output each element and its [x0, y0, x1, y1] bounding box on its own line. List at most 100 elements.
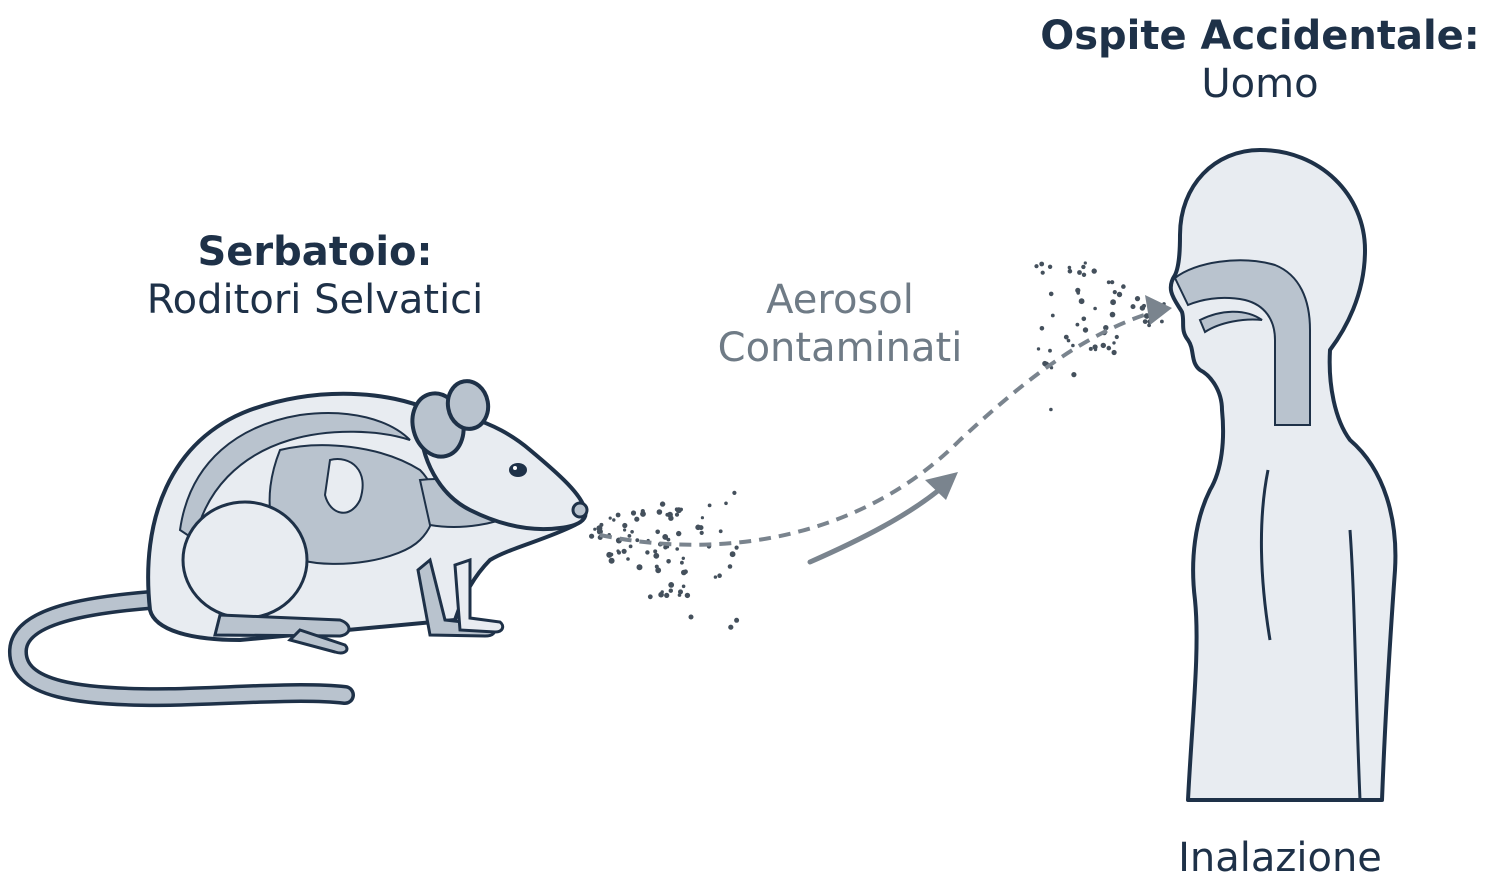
aerosol-particle	[1083, 327, 1088, 332]
aerosol-particle	[634, 517, 639, 522]
aerosol-particle	[593, 528, 596, 531]
aerosol-particle	[1040, 326, 1045, 331]
route-text: Inalazione	[1150, 834, 1410, 882]
aerosol-particle	[623, 528, 626, 531]
aerosol-particle	[675, 547, 679, 551]
aerosol-particle	[1131, 304, 1136, 309]
aerosol-particle	[714, 575, 717, 578]
aerosol-particle	[719, 529, 723, 533]
aerosol-particle	[1112, 341, 1115, 344]
aerosol-particle	[609, 517, 612, 520]
aerosol-particle	[667, 538, 671, 542]
aerosol-particle	[1048, 349, 1052, 353]
human-body	[1171, 150, 1396, 800]
aerosol-particle	[1110, 299, 1116, 305]
aerosol-particle	[669, 589, 673, 593]
aerosol-particle	[1101, 343, 1106, 348]
aerosol-particle	[1107, 280, 1111, 284]
aerosol-particle	[1117, 292, 1122, 297]
aerosol-particle	[700, 531, 704, 535]
aerosol-particle	[675, 513, 679, 517]
aerosol-particle	[612, 518, 615, 521]
aerosol-particle	[667, 512, 673, 518]
aerosol-particle	[708, 504, 712, 508]
aerosol-particle	[717, 573, 722, 578]
aerosol-particle	[1089, 347, 1093, 351]
aerosol-particle	[1051, 314, 1055, 318]
human-silhouette	[1171, 150, 1396, 800]
transmission-label: Aerosol Contaminati	[690, 276, 990, 372]
reservoir-title: Serbatoio:	[95, 228, 535, 276]
aerosol-particle	[629, 545, 633, 549]
aerosol-particle	[658, 592, 664, 598]
aerosol-particle	[628, 534, 632, 538]
aerosol-particle	[606, 552, 612, 558]
rodent-nose	[573, 503, 587, 517]
aerosol-particle	[664, 593, 669, 598]
aerosol-particle	[655, 567, 661, 573]
aerosol-particle	[724, 502, 728, 506]
aerosol-particle	[653, 549, 657, 553]
aerosol-particle	[1082, 273, 1086, 277]
direction-arrow	[810, 485, 945, 562]
aerosol-particle	[1143, 319, 1148, 324]
aerosol-particle	[730, 551, 736, 557]
aerosol-particle	[616, 549, 619, 552]
aerosol-particle	[1142, 304, 1146, 308]
aerosol-particle	[681, 570, 687, 576]
aerosol-particle	[622, 549, 627, 554]
aerosol-particle	[728, 625, 733, 630]
rodent-eye	[509, 463, 527, 477]
aerosol-particle	[1135, 296, 1140, 301]
aerosol-particle	[668, 582, 674, 588]
aerosol-particle	[675, 507, 679, 511]
aerosol-particle	[1107, 346, 1112, 351]
aerosol-particle	[1121, 284, 1126, 289]
aerosol-particle	[734, 618, 739, 623]
aerosol-particle	[1049, 292, 1054, 297]
aerosol-particle	[596, 525, 602, 531]
aerosol-particle	[1048, 265, 1052, 269]
aerosol-particle	[1037, 347, 1040, 350]
aerosol-particle	[1112, 350, 1117, 355]
rodent-illustration	[18, 378, 587, 697]
aerosol-particle	[680, 561, 684, 565]
aerosol-particle	[682, 585, 686, 589]
aerosol-particle	[655, 530, 660, 535]
aerosol-particle	[1082, 317, 1087, 322]
aerosol-particle	[1039, 262, 1044, 267]
aerosol-particle	[678, 593, 682, 597]
aerosol-particle	[609, 558, 615, 564]
aerosol-particle	[1077, 270, 1082, 275]
aerosol-particle	[630, 530, 634, 534]
aerosol-particle	[1067, 339, 1071, 343]
aerosol-particle	[1093, 344, 1098, 349]
host-label: Ospite Accidentale: Uomo	[1030, 12, 1490, 108]
aerosol-particle	[660, 501, 665, 506]
aerosol-particle	[728, 564, 733, 569]
aerosol-particle	[1034, 264, 1038, 268]
aerosol-particle	[735, 546, 739, 550]
aerosol-particle	[645, 550, 649, 554]
aerosol-particle	[1113, 290, 1117, 294]
transmission-line2: Contaminati	[690, 324, 990, 372]
aerosol-particle	[637, 564, 643, 570]
host-title: Ospite Accidentale:	[1030, 12, 1490, 60]
host-subtitle: Uomo	[1030, 60, 1490, 108]
aerosol-particle	[653, 553, 659, 559]
aerosol-particle	[1068, 269, 1073, 274]
aerosol-particle	[1071, 344, 1075, 348]
aerosol-particle	[701, 516, 704, 519]
aerosol-particle	[641, 509, 645, 513]
aerosol-particle	[1076, 291, 1080, 295]
aerosol-particle	[1079, 298, 1085, 304]
aerosol-particle	[685, 593, 690, 598]
aerosol-particle	[682, 557, 685, 560]
reservoir-label: Serbatoio: Roditori Selvatici	[95, 228, 535, 324]
aerosol-particle	[631, 510, 636, 515]
aerosol-particle	[732, 491, 736, 495]
aerosol-particle	[616, 513, 621, 518]
aerosol-particle	[1093, 307, 1097, 311]
